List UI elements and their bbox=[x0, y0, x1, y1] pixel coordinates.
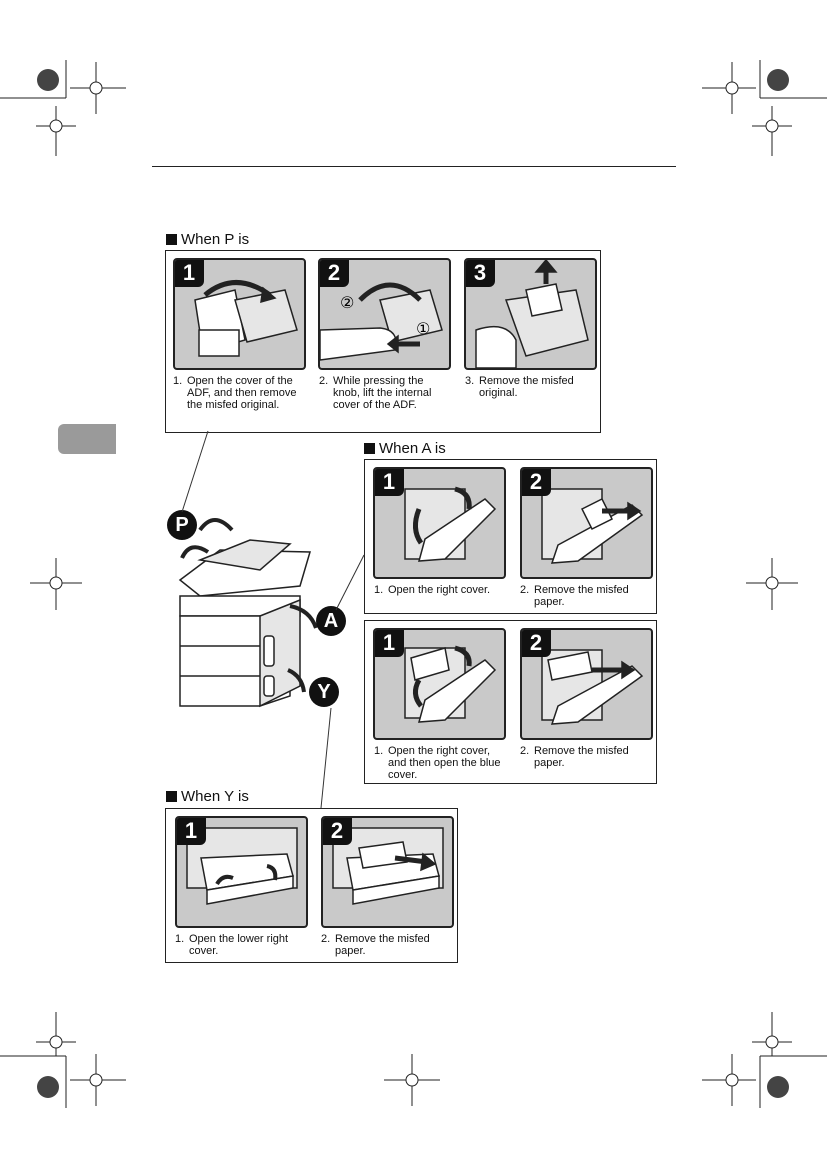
heading-text: When A is bbox=[379, 440, 446, 457]
badge-y: Y bbox=[309, 677, 339, 707]
chapter-thumb-tab bbox=[58, 424, 116, 454]
step-caption-a2: 2.Remove the misfed paper. bbox=[520, 584, 629, 608]
step-illustration-p3: 3 bbox=[464, 258, 597, 370]
panel-a-lower: 1 2 1.Open the right cover, and then ope… bbox=[364, 620, 657, 784]
step-illustration-y1: 1 bbox=[175, 816, 308, 928]
panel-y: 1 2 1.Open the lower right cover. 2.Remo… bbox=[165, 808, 458, 963]
step-illustration-p1: 1 bbox=[173, 258, 306, 370]
step-caption-a1: 1.Open the right cover. bbox=[374, 584, 491, 596]
heading-square-icon bbox=[166, 791, 177, 802]
panel-p: 1 ② ① 2 3 1.Open the cover of the ADF, a… bbox=[165, 250, 601, 433]
step-number: 2 bbox=[323, 818, 352, 845]
step-caption-p1: 1.Open the cover of the ADF, and then re… bbox=[173, 375, 297, 411]
step-number: 2 bbox=[522, 469, 551, 496]
step-number: 1 bbox=[375, 630, 404, 657]
step-illustration-a2: 2 bbox=[520, 467, 653, 579]
step-number: 1 bbox=[177, 818, 206, 845]
marker-second: ② bbox=[340, 293, 354, 312]
panel-a-upper: 1 2 1.Open the right cover. 2.Remove the… bbox=[364, 459, 657, 614]
heading-square-icon bbox=[166, 234, 177, 245]
step-caption-y2: 2.Remove the misfed paper. bbox=[321, 933, 430, 957]
step-illustration-a4: 2 bbox=[520, 628, 653, 740]
step-number: 1 bbox=[375, 469, 404, 496]
step-caption-a4: 2.Remove the misfed paper. bbox=[520, 745, 629, 769]
step-caption-p2: 2.While pressing the knob, lift the inte… bbox=[319, 375, 432, 411]
header-rule bbox=[152, 166, 676, 167]
step-number: 3 bbox=[466, 260, 495, 287]
marker-first: ① bbox=[416, 319, 430, 338]
step-number: 1 bbox=[175, 260, 204, 287]
heading-text: When P is bbox=[181, 231, 250, 248]
heading-square-icon bbox=[364, 443, 375, 454]
step-number: 2 bbox=[522, 630, 551, 657]
step-caption-p3: 3.Remove the misfed original. bbox=[465, 375, 574, 399]
step-illustration-a3: 1 bbox=[373, 628, 506, 740]
step-illustration-a1: 1 bbox=[373, 467, 506, 579]
badge-a: A bbox=[316, 606, 346, 636]
copier-overview-illustration bbox=[178, 518, 318, 708]
heading-text: When Y is bbox=[181, 788, 249, 805]
step-number: 2 bbox=[320, 260, 349, 287]
step-caption-a3: 1.Open the right cover, and then open th… bbox=[374, 745, 501, 781]
step-caption-y1: 1.Open the lower right cover. bbox=[175, 933, 289, 957]
section-heading-p: When P is bbox=[166, 231, 249, 248]
badge-p: P bbox=[167, 510, 197, 540]
section-heading-a: When A is bbox=[364, 440, 446, 457]
section-heading-y: When Y is bbox=[166, 788, 249, 805]
step-illustration-y2: 2 bbox=[321, 816, 454, 928]
step-illustration-p2: ② ① 2 bbox=[318, 258, 451, 370]
